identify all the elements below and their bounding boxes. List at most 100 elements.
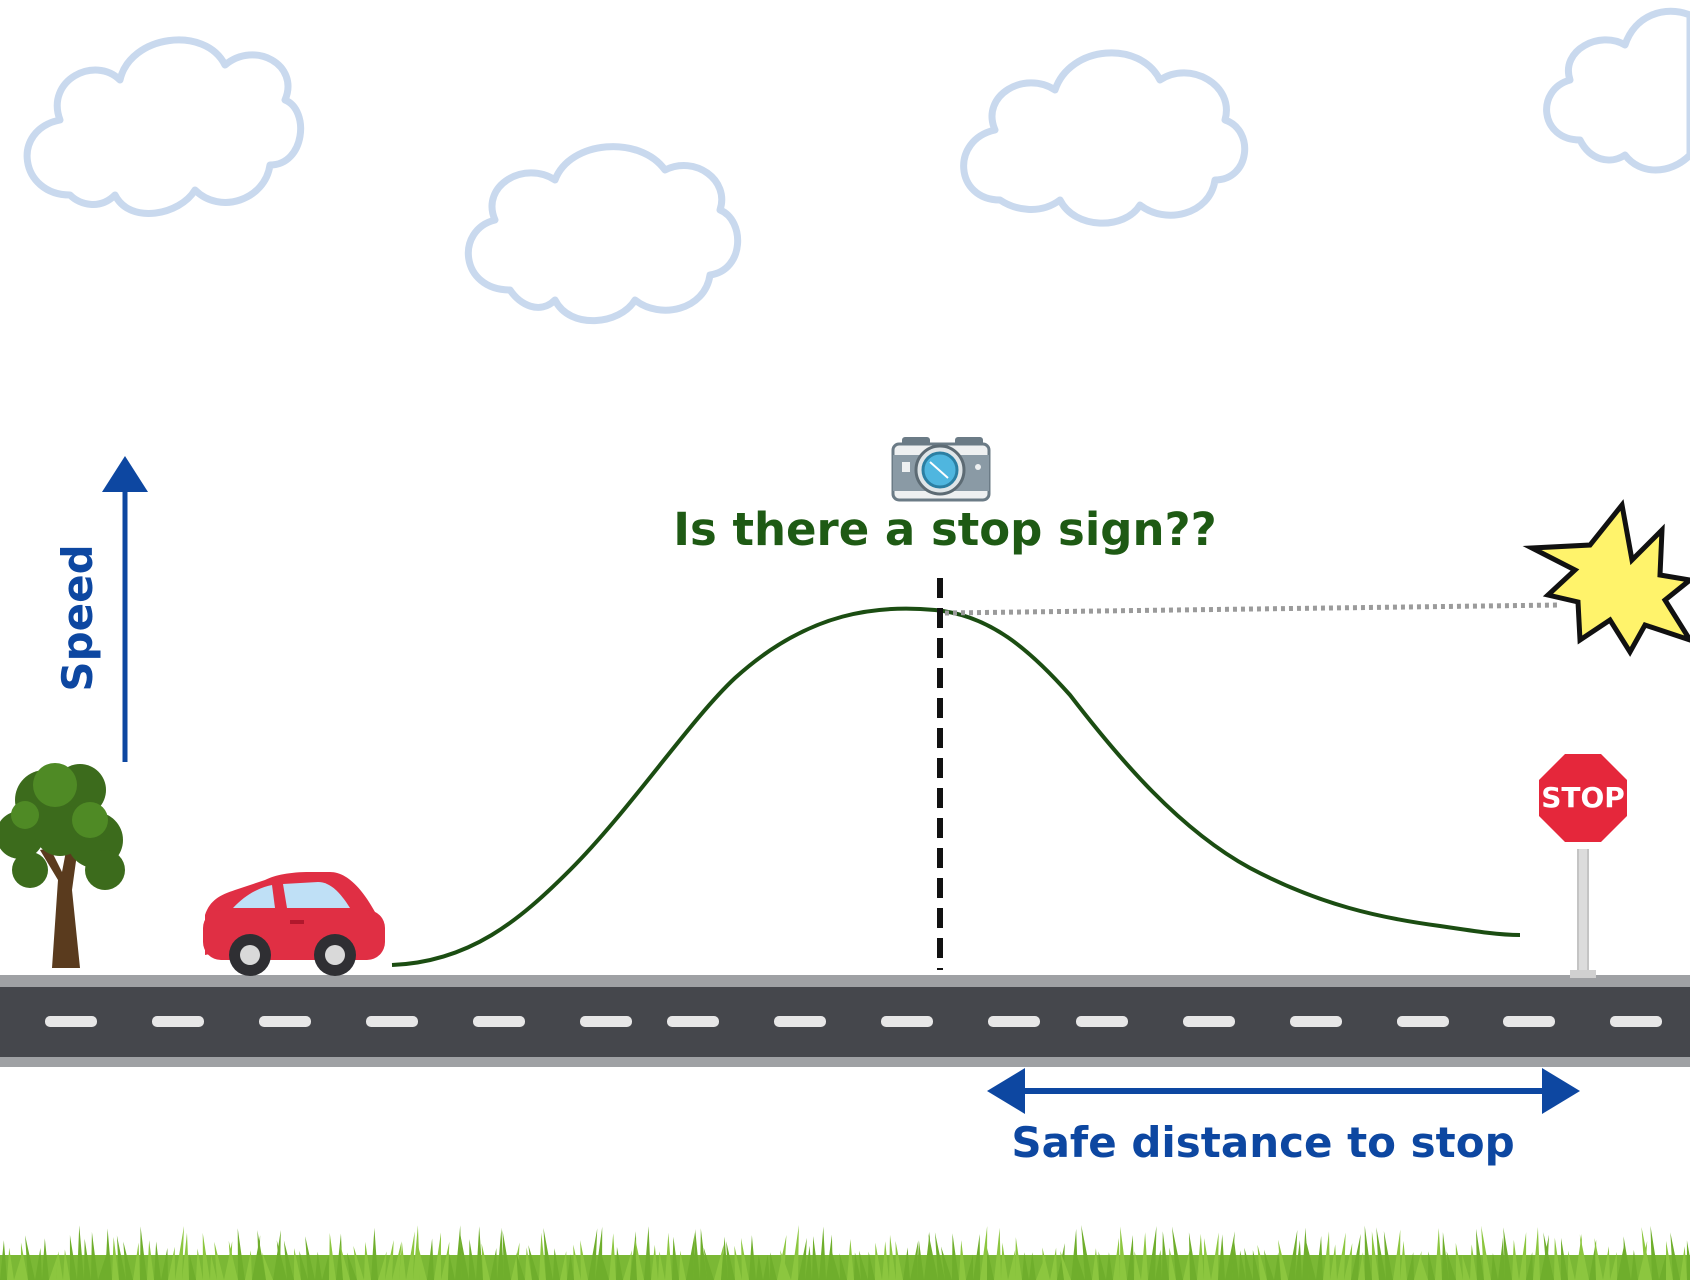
grass-blade (20, 1242, 28, 1280)
cloud-2 (464, 143, 742, 325)
grass-blade (161, 1247, 168, 1280)
lane-mark (1397, 1016, 1449, 1027)
crash-burst (1522, 499, 1690, 657)
grass-blade (567, 1254, 574, 1280)
grass-blade (1288, 1229, 1298, 1280)
grass-blade (1526, 1252, 1533, 1280)
grass-blade (305, 1236, 315, 1280)
grass-blade (1344, 1243, 1353, 1280)
grass-blades (0, 1225, 1690, 1280)
grass-blade (1218, 1234, 1225, 1280)
grass-blade (679, 1250, 686, 1280)
grass (0, 1225, 1690, 1280)
grass-blade (1491, 1252, 1498, 1280)
grass-blade (116, 1235, 126, 1280)
grass-blade (315, 1251, 322, 1280)
distance-label: Safe distance to stop (1011, 1118, 1514, 1167)
grass-blade (693, 1229, 700, 1280)
grass-blade (644, 1226, 651, 1280)
grass-blade (560, 1251, 567, 1280)
grass-blade (1659, 1254, 1667, 1280)
grass-blade (257, 1230, 266, 1280)
grass-blade (460, 1234, 469, 1280)
grass-blade (237, 1228, 245, 1280)
grass-blade (1001, 1242, 1008, 1280)
grass-blade (1400, 1240, 1407, 1280)
grass-blade (1197, 1233, 1204, 1280)
grass-blade (427, 1238, 434, 1280)
grass-blade (1113, 1238, 1120, 1280)
grass-blade (276, 1240, 287, 1280)
grass-blade (123, 1241, 133, 1280)
grass-blade (340, 1244, 350, 1280)
question-label: Is there a stop sign?? (673, 503, 1216, 556)
car-wheel-front (314, 934, 356, 976)
grass-blade (210, 1254, 217, 1280)
lane-mark (473, 1016, 525, 1027)
tree (0, 763, 125, 968)
lane-mark (1076, 1016, 1128, 1027)
grass-blade (959, 1240, 966, 1280)
grass-blade (1204, 1238, 1211, 1280)
grass-blade (973, 1233, 980, 1280)
cloud-4 (1543, 7, 1690, 174)
grass-blade (882, 1241, 889, 1280)
grass-blade (928, 1233, 938, 1280)
grass-blade (1446, 1251, 1456, 1280)
grass-blade (49, 1253, 59, 1280)
grass-blade (476, 1226, 483, 1280)
lane-mark (1610, 1016, 1662, 1027)
grass-blade (1337, 1232, 1346, 1280)
grass-blade (147, 1240, 154, 1280)
lane-mark (1183, 1016, 1235, 1027)
grass-blade (1274, 1252, 1281, 1280)
camera-icon (891, 437, 991, 502)
grass-blade (364, 1241, 371, 1280)
grass-blade (714, 1244, 724, 1280)
grass-blade (980, 1226, 988, 1280)
grass-blade (202, 1232, 210, 1280)
grass-blade (1476, 1228, 1484, 1280)
stop-sign-base (1570, 970, 1596, 978)
grass-blade (1050, 1247, 1057, 1280)
grass-blade (770, 1252, 777, 1280)
cloud-1 (23, 36, 304, 217)
speed-curve (391, 606, 1521, 967)
grass-blade (0, 1240, 7, 1280)
grass-blade (417, 1241, 427, 1280)
grass-blade (252, 1235, 261, 1280)
grass-blade (609, 1233, 616, 1280)
grass-blade (1686, 1240, 1690, 1280)
grass-blade (1503, 1227, 1512, 1280)
grass-blade (406, 1231, 415, 1280)
grass-blade (299, 1250, 308, 1280)
grass-blade (830, 1247, 840, 1280)
grass-blade (700, 1228, 707, 1280)
grass-blade (1232, 1240, 1239, 1280)
grass-blade (1071, 1228, 1078, 1280)
grass-blade (1106, 1252, 1113, 1280)
grass-blade (112, 1236, 119, 1280)
grass-blade (1670, 1232, 1680, 1280)
grass-blade (941, 1246, 952, 1280)
road-edge-top (0, 975, 1690, 987)
grass-blade (1568, 1250, 1575, 1280)
grass-blade (1554, 1237, 1561, 1280)
grass-blade (336, 1233, 343, 1280)
grass-blade (490, 1248, 497, 1280)
lane-mark (1290, 1016, 1342, 1027)
grass-blade (1029, 1252, 1036, 1280)
grass-blade (847, 1239, 854, 1280)
grass-blade (1435, 1227, 1442, 1280)
grass-blade (1364, 1225, 1372, 1280)
lane-mark (774, 1016, 826, 1027)
grass-blade (1188, 1232, 1197, 1280)
grass-blade (1134, 1251, 1141, 1280)
distance-arrow-head-right (1542, 1068, 1580, 1114)
grass-blade (812, 1236, 819, 1280)
grass-blade (322, 1254, 329, 1280)
grass-blade (1076, 1254, 1085, 1280)
grass-blade (1561, 1237, 1568, 1280)
grass-blade (91, 1231, 98, 1280)
grass-blade (1022, 1252, 1029, 1280)
